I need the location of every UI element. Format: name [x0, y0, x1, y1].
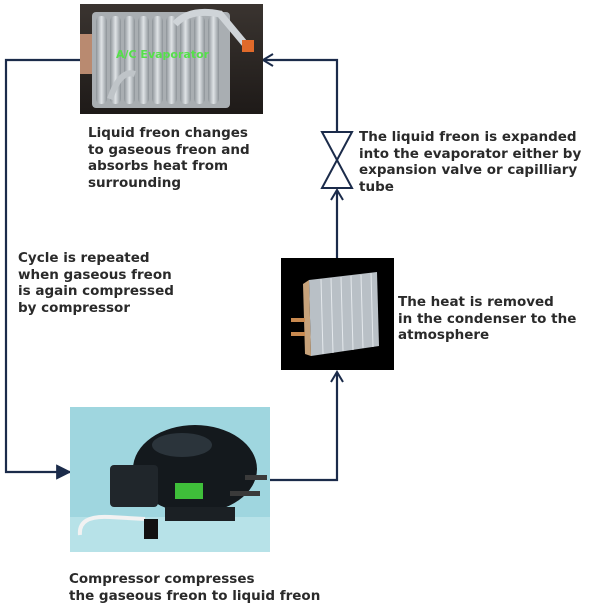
return-line: [4, 58, 80, 480]
valve-inlet-arrow: [330, 188, 344, 201]
evaporator-caption: Liquid freon changes to gaseous freon an…: [88, 125, 250, 191]
valve-to-evaporator-line: [263, 58, 339, 132]
expansion-valve-icon: [320, 131, 354, 163]
condenser-inlet-arrow: [330, 370, 344, 383]
condenser-photo: [281, 258, 394, 370]
expansion-caption: The liquid freon is expanded into the ev…: [359, 129, 582, 195]
evaporator-inlet-arrow: [261, 53, 274, 67]
compressor-icon: [70, 407, 270, 552]
compressor-caption: Compressor compresses the gaseous freon …: [69, 571, 321, 604]
compressor-photo: [70, 407, 270, 552]
evaporator-icon: [80, 4, 263, 114]
condenser-caption: The heat is removed in the condenser to …: [398, 294, 577, 343]
evaporator-photo-label: A/C Evaporator: [116, 48, 210, 61]
condenser-icon: [281, 258, 394, 370]
evaporator-photo: [80, 4, 263, 114]
cycle-caption: Cycle is repeated when gaseous freon is …: [18, 250, 174, 316]
compressor-to-condenser-line: [270, 372, 339, 482]
